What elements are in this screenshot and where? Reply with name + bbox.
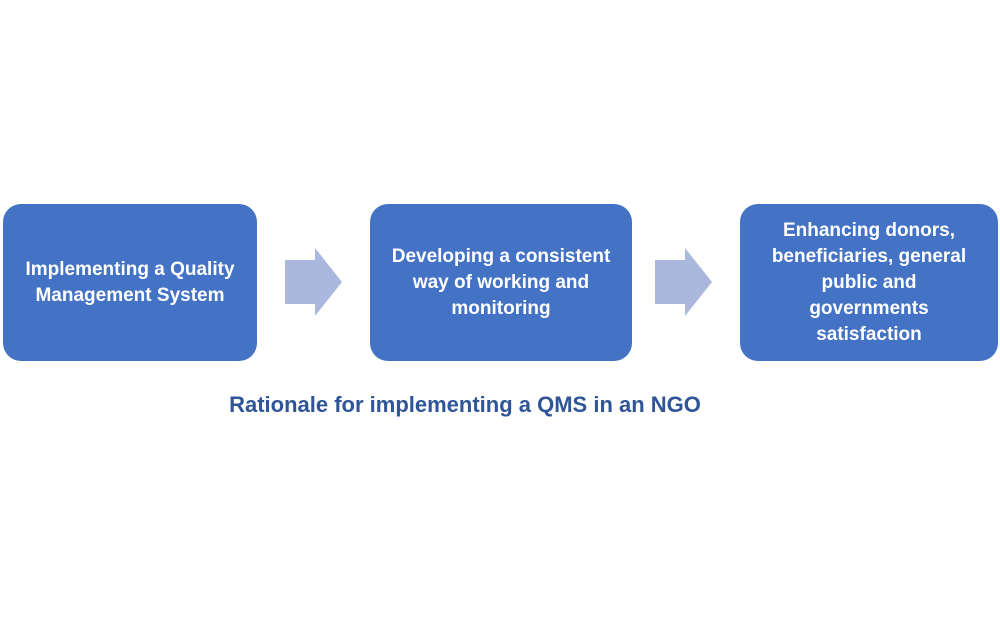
arrow-head	[315, 248, 342, 316]
arrow-head	[685, 248, 712, 316]
process-box-stakeholder-satisfaction: Enhancing donors, beneficiaries, general…	[740, 204, 998, 361]
process-box-implementing-qms: Implementing a Quality Management System	[3, 204, 257, 361]
arrow-right-icon	[655, 248, 712, 316]
process-box-consistent-working: Developing a consistent way of working a…	[370, 204, 632, 361]
arrow-tail	[655, 260, 685, 304]
arrow-tail	[285, 260, 315, 304]
process-box-consistent-working-label: Developing a consistent way of working a…	[391, 245, 611, 319]
diagram-caption: Rationale for implementing a QMS in an N…	[229, 392, 701, 417]
process-box-implementing-qms-label: Implementing a Quality Management System	[25, 258, 235, 306]
process-box-stakeholder-satisfaction-label: Enhancing donors, beneficiaries, general…	[771, 219, 967, 345]
arrow-right-icon	[285, 248, 342, 316]
